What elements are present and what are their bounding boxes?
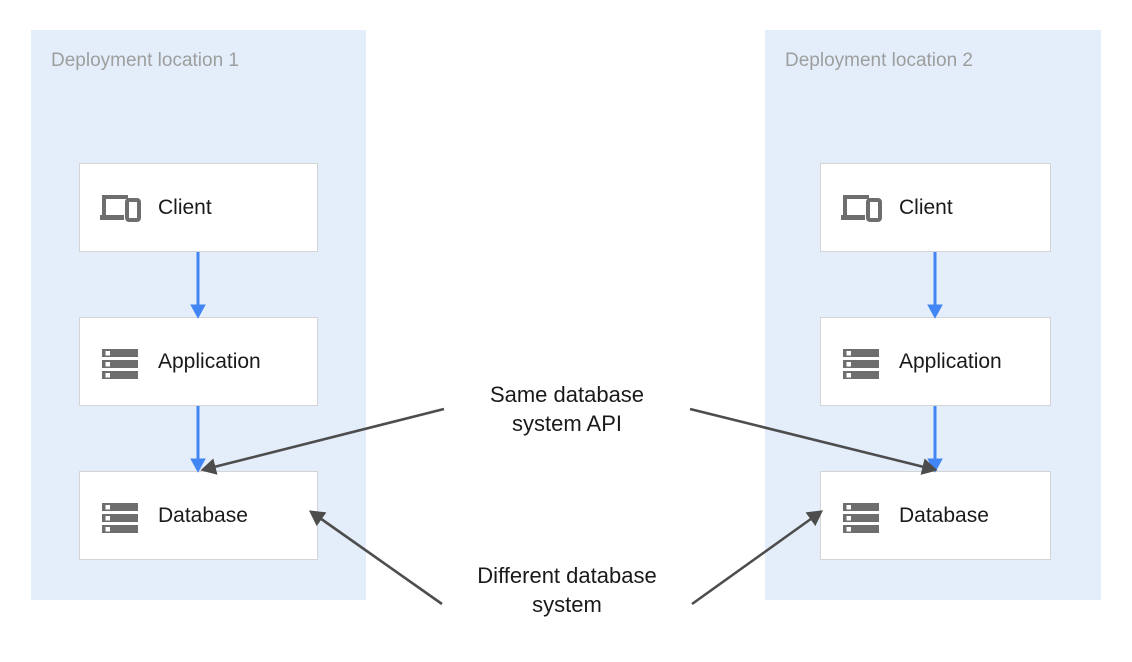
server-icon: [839, 494, 883, 538]
node-label-database-1: Database: [158, 503, 248, 527]
annotation-different-system-line-1: Different database: [477, 563, 657, 588]
node-database-1[interactable]: Database: [79, 471, 318, 560]
node-label-client-2: Client: [899, 195, 953, 219]
devices-icon: [98, 186, 142, 230]
annotation-same-api-line-2: system API: [511, 410, 623, 436]
node-label-client-1: Client: [158, 195, 212, 219]
annotation-same-database-system-api: Same database system API: [455, 381, 679, 438]
node-label-application-1: Application: [158, 349, 261, 373]
panel-title-deployment-location-1: Deployment location 1: [51, 50, 239, 71]
panel-title-deployment-location-2: Deployment location 2: [785, 50, 973, 71]
annotation-different-system-line-2: system: [532, 591, 602, 617]
server-icon: [98, 340, 142, 384]
node-application-1[interactable]: Application: [79, 317, 318, 406]
devices-icon: [839, 186, 883, 230]
annotation-different-database-system: Different database system: [448, 562, 686, 619]
server-icon: [98, 494, 142, 538]
server-icon: [839, 340, 883, 384]
node-database-2[interactable]: Database: [820, 471, 1051, 560]
node-label-database-2: Database: [899, 503, 989, 527]
annotation-same-api-line-1: Same database: [489, 382, 645, 407]
node-application-2[interactable]: Application: [820, 317, 1051, 406]
node-client-1[interactable]: Client: [79, 163, 318, 252]
node-label-application-2: Application: [899, 349, 1002, 373]
node-client-2[interactable]: Client: [820, 163, 1051, 252]
